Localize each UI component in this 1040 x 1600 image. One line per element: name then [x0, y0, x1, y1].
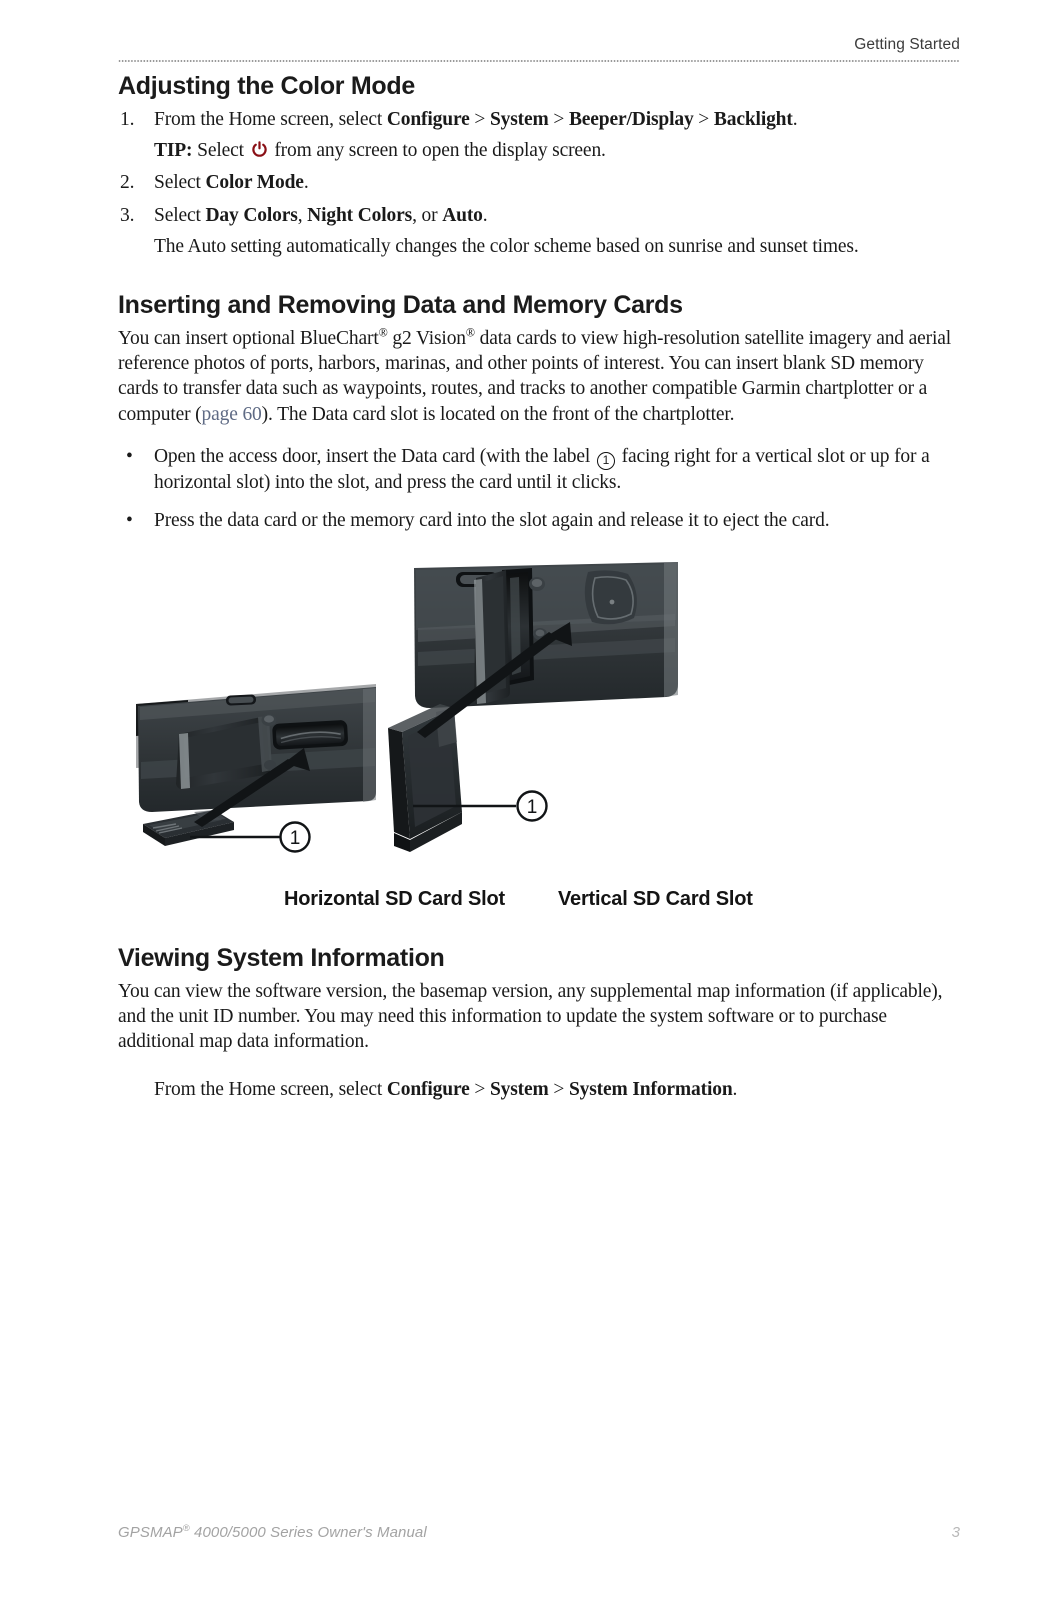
tip-label: TIP: [154, 139, 193, 161]
power-icon [251, 140, 268, 158]
instruction-post: . [732, 1078, 738, 1100]
footer-manual-title: GPSMAP® 4000/5000 Series Owner's Manual [118, 1523, 427, 1541]
registered-mark: ® [465, 325, 475, 340]
callout-1-vertical: 1 [413, 789, 548, 822]
spacer [118, 918, 960, 944]
heading-adjusting-color-mode: Adjusting the Color Mode [118, 72, 415, 100]
sd-card-horizontal [143, 809, 234, 846]
step-note: The Auto setting automatically changes t… [154, 235, 859, 257]
ui-path-system-information: System Information [568, 1078, 733, 1100]
ui-option-day-colors: Day Colors [205, 205, 298, 227]
list-item: • Press the data card or the memory card… [118, 508, 960, 534]
ui-path-backlight: Backlight [713, 109, 793, 130]
svg-text:1: 1 [527, 797, 538, 818]
step-item: 3. Select Day Colors, Night Colors, or A… [118, 203, 960, 259]
step-text: Select Color Mode. [154, 172, 309, 193]
cards-para-p4: ). The Data card slot is located on the … [261, 403, 735, 425]
step-text-post: . [303, 172, 309, 194]
heading-viewing-system-information: Viewing System Information [118, 943, 445, 972]
color-mode-steps: 1. From the Home screen, select Configur… [118, 107, 960, 260]
illustration-horizontal-slot: 1 [136, 683, 376, 853]
step-mid-b: , or [412, 205, 443, 227]
system-info-paragraph: You can view the software version, the b… [118, 980, 943, 1053]
insertion-arrow-vertical [417, 621, 572, 738]
figure-captions: Horizontal SD Card Slot Vertical SD Card… [118, 888, 960, 918]
figure-sd-card-slots: 1 [118, 556, 960, 886]
caption-horizontal-sd-card-slot: Horizontal SD Card Slot [284, 887, 505, 910]
insertion-arrow-horizontal [194, 747, 310, 827]
ui-option-night-colors: Night Colors [307, 205, 413, 227]
step-text-pre: Select [154, 205, 206, 227]
step-number: 2. [120, 172, 135, 194]
bullet-marker: • [126, 446, 133, 468]
step-number: 1. [120, 109, 135, 130]
callout-1-horizontal: 1 [190, 820, 311, 853]
bullet-text-post: facing right for a vertical slot or up f… [154, 446, 930, 494]
header-title: Getting Started [854, 36, 960, 53]
ui-option-auto: Auto [442, 205, 483, 227]
list-item: • Open the access door, insert the Data … [118, 444, 960, 496]
step-text-post: . [482, 205, 488, 227]
heading-inserting-removing-cards: Inserting and Removing Data and Memory C… [118, 290, 683, 319]
cross-reference-page-60[interactable]: page 60 [201, 403, 262, 425]
cards-paragraph: You can insert optional BlueChart® g2 Vi… [118, 326, 960, 427]
footer-title-p1: GPSMAP [118, 1524, 183, 1541]
cards-para-p2: g2 Vision [387, 327, 466, 349]
page-content: Adjusting the Color Mode 1. From the Hom… [118, 72, 960, 1102]
tip-post: from any screen to open the display scre… [269, 139, 606, 161]
circled-one-icon: 1 [596, 452, 615, 471]
spacer [118, 265, 960, 291]
bullet-marker: • [126, 509, 133, 531]
step-mid-a: , [297, 205, 308, 227]
step-text-post: . [792, 109, 798, 130]
registered-mark: ® [182, 1523, 190, 1533]
spacer [118, 427, 960, 444]
ui-path-configure: Configure [386, 109, 470, 130]
step-number: 3. [120, 205, 135, 227]
step-tip: TIP: Select from any screen to open the … [154, 138, 960, 164]
step-item: 2. Select Color Mode. [118, 170, 960, 196]
svg-text:1: 1 [290, 828, 301, 849]
bullet-text: Press the data card or the memory card i… [154, 509, 830, 531]
footer-title-p2: 4000/5000 Series Owner's Manual [189, 1524, 427, 1541]
running-header: Getting Started [118, 36, 960, 54]
caption-vertical-sd-card-slot: Vertical SD Card Slot [558, 887, 753, 910]
ui-path-system: System [489, 109, 549, 130]
ui-path-beeper-display: Beeper/Display [568, 109, 694, 130]
ui-path-system: System [489, 1078, 549, 1100]
header-divider [118, 60, 960, 62]
cards-bullets: • Open the access door, insert the Data … [118, 444, 960, 533]
tip-pre: Select [192, 139, 249, 161]
bullet-text: Open the access door, insert the Data ca… [154, 446, 930, 493]
bullet-text-pre: Open the access door, insert the Data ca… [154, 446, 595, 468]
cards-para-p3: data cards to view high-resolution satel… [118, 327, 952, 425]
system-info-instruction: From the Home screen, select Configure >… [154, 1078, 738, 1100]
ui-path-configure: Configure [386, 1078, 470, 1100]
instruction-pre: From the Home screen, select [154, 1078, 387, 1100]
step-text: Select Day Colors, Night Colors, or Auto… [154, 205, 488, 226]
step-text-pre: From the Home screen, select [154, 109, 387, 130]
step-item: 1. From the Home screen, select Configur… [118, 107, 960, 163]
page-footer: GPSMAP® 4000/5000 Series Owner's Manual … [118, 1523, 960, 1541]
spacer [118, 1055, 960, 1072]
step-text-pre: Select [154, 172, 206, 194]
footer-page-number: 3 [951, 1524, 960, 1541]
registered-mark: ® [378, 325, 388, 340]
illustration-vertical-slot: 1 [388, 561, 678, 852]
step-text: From the Home screen, select Configure >… [154, 109, 798, 130]
cards-para-p1: You can insert optional BlueChart [118, 327, 379, 349]
ui-path-color-mode: Color Mode [205, 172, 304, 194]
